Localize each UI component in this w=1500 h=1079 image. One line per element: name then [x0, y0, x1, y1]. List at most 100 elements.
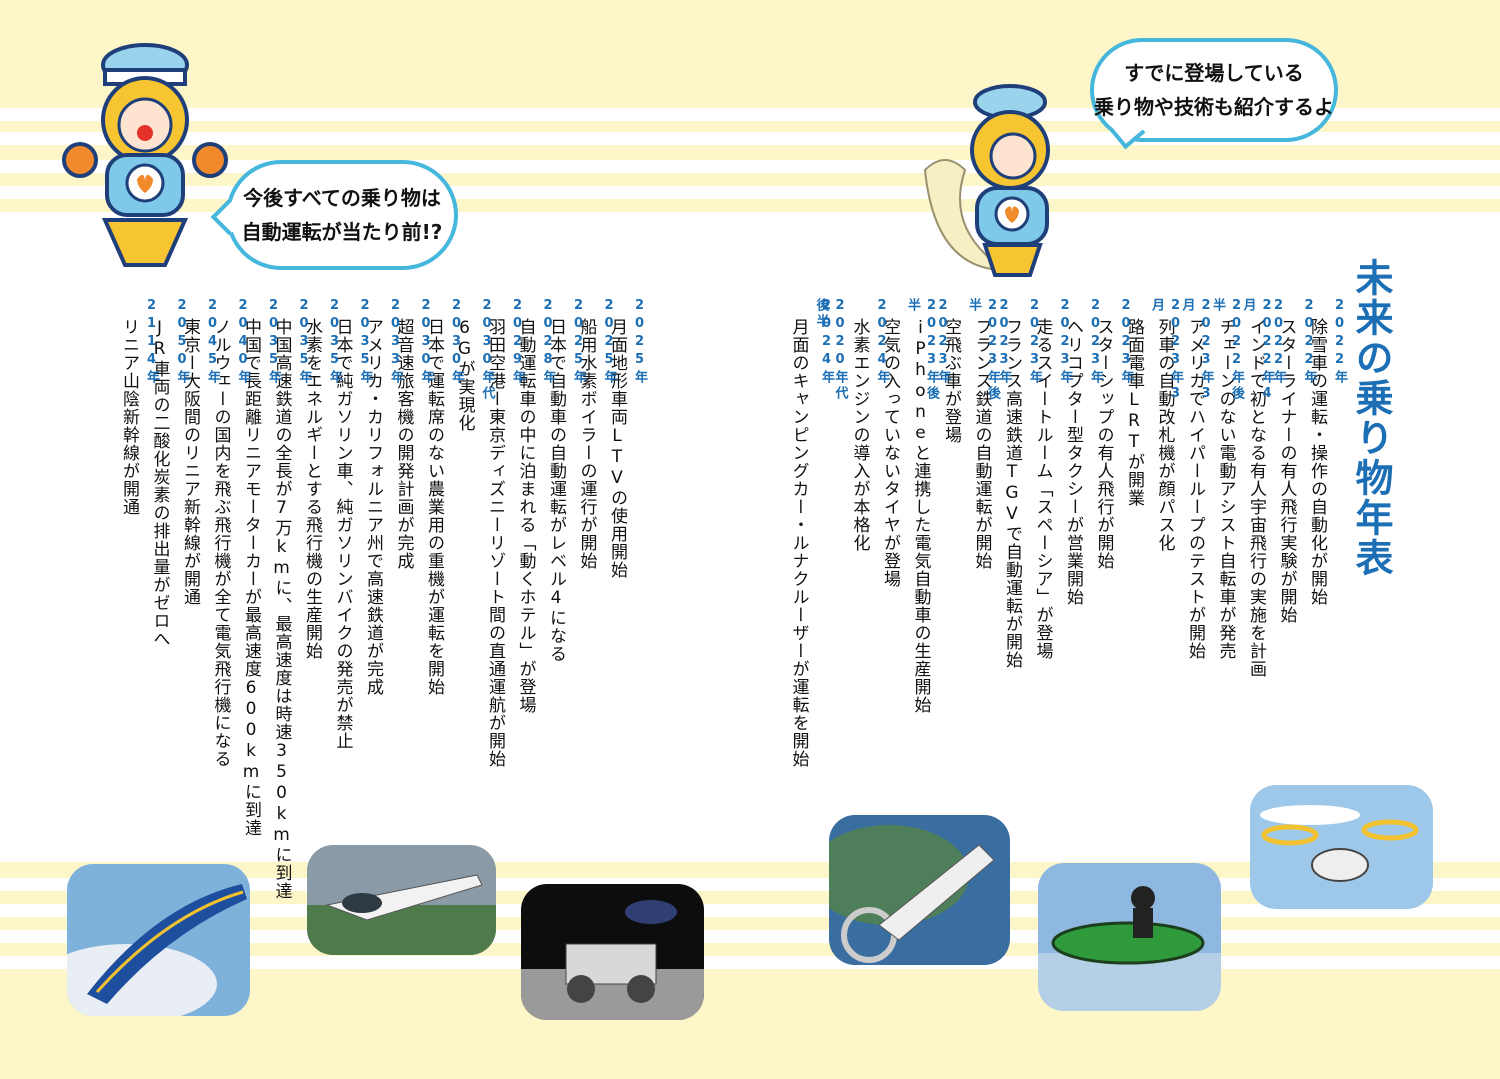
timeline-entry: 2033年アメリカ・カリフォルニア州で高速鉄道が完成: [361, 298, 405, 696]
drone-taxi-photo: [1250, 785, 1433, 909]
timeline-event: iPhoneと連携した電気自動車の生産開始: [910, 318, 931, 714]
timeline-event: フランス高速鉄道TGVで自動運転が開始: [1002, 318, 1022, 669]
timeline-event: JR車両の二酸化炭素の排出量がゼロへ: [149, 318, 170, 648]
timeline-entry: 2023年フランス鉄道の自動運転が開始: [970, 298, 1014, 570]
timeline-year: 2020年代後半: [813, 298, 848, 402]
timeline-year: 2030年: [418, 298, 434, 386]
timeline-entry: 2030年日本で運転席のない農業用の重機が運転を開始: [422, 298, 466, 696]
timeline-entry: 2020年代後半月面のキャンピングカー・ルナクルーザーが運転を開始: [787, 298, 850, 768]
timeline-year: 2030年代: [479, 298, 495, 402]
timeline-entry: 2035年日本で純ガソリン車、純ガソリンバイクの発売が禁止: [331, 298, 375, 750]
timeline-year: 2022年: [1332, 298, 1347, 386]
lunar-rover-photo: [521, 884, 704, 1020]
timeline-event: ノルウェーの国内を飛ぶ飛行機が全て電気飛行機になる: [210, 318, 231, 768]
timeline-entry: 2023年走るスイートルーム「スペーシア」が登場: [1031, 298, 1075, 660]
timeline-year: 2024年: [874, 298, 890, 386]
timeline-entry: 2022年スターライナーの有人飛行実験が開始: [1275, 298, 1319, 624]
timeline-event: 列車の自動改札機が顔パス化: [1154, 318, 1175, 552]
timeline-event: ヘリコプター型タクシーが営業開始: [1063, 318, 1083, 606]
timeline-year: 2022年4月: [1240, 298, 1275, 404]
timeline-event: 日本で純ガソリン車、純ガソリンバイクの発売が禁止: [332, 318, 353, 750]
timeline-event: 6Gが実現化: [454, 318, 475, 432]
hoverbike-photo: [1038, 863, 1221, 1011]
timeline-entry: 2024年水素エンジンの導入が本格化: [848, 298, 892, 552]
timeline-event: 東京ー大阪間のリニア新幹線が開通: [180, 318, 200, 606]
timeline-year: 2035年: [296, 298, 312, 386]
timeline-year: 2040年: [235, 298, 251, 386]
timeline-event: 水素エンジンの導入が本格化: [849, 318, 870, 552]
timeline-event: スターライナーの有人飛行実験が開始: [1276, 318, 1297, 624]
timeline-year: 2025年: [571, 298, 586, 386]
timeline-year: 2022年: [1271, 298, 1286, 386]
timeline-year: 2023年後半: [966, 298, 1000, 402]
timeline-year: 2023年: [1088, 298, 1103, 386]
timeline-year: 2024年: [819, 298, 834, 386]
timeline-entry: 2035年中国高速鉄道の全長が7万kmに、最高速度は時速350kmに到達: [270, 298, 314, 900]
timeline-year: 2023年: [1118, 298, 1134, 386]
timeline-event: 空気の入っていないタイヤが登場: [880, 318, 900, 588]
timeline-entry: 2040年ノルウェーの国内を飛ぶ飛行機が全て電気飛行機になる: [209, 298, 253, 768]
timeline-event: 自動運転車の中に泊まれる「動くホテル」が登場: [515, 318, 536, 714]
timeline-entry: 2023年ヘリコプター型タクシーが営業開始: [1061, 298, 1105, 606]
timeline-year: 2035年: [266, 298, 281, 386]
timeline-year: 2023年: [1027, 298, 1042, 386]
timeline-entry: 2023年3月路面電車LRTが開業: [1122, 298, 1185, 507]
timeline-entry: 2025年月面地形車両LTVの使用開始: [605, 298, 649, 579]
timeline-year: 2023年: [996, 298, 1012, 386]
timeline-event: 走るスイートルーム「スペーシア」が登場: [1032, 318, 1053, 660]
timeline-event: フランス鉄道の自動運転が開始: [971, 318, 992, 570]
timeline-entry: 2028年自動運転車の中に泊まれる「動くホテル」が登場: [514, 298, 558, 714]
timeline-event: アメリカでハイパーループのテストが開始: [1185, 318, 1205, 660]
mascot-left-icon: [62, 43, 228, 267]
spacecraft-photo: [829, 815, 1010, 965]
timeline-entry: 2022年後半アメリカでハイパーループのテストが開始: [1183, 298, 1246, 660]
timeline-event: 中国高速鉄道の全長が7万kmに、最高速度は時速350kmに到達: [271, 318, 292, 900]
timeline-event: 羽田空港ー東京ディズニーリゾート間の直通運航が開始: [485, 318, 505, 768]
train-photo: [67, 864, 250, 1016]
page-title: 未来の乗り物年表: [1349, 258, 1393, 578]
timeline-entry: 2035年中国で長距離リニアモーターカーが最高速度600kmに到達: [239, 298, 283, 837]
timeline-event: 日本で自動車の自動運転がレベル4になる: [546, 318, 566, 663]
timeline-entry: 2022年除雪車の運転・操作の自動化が開始: [1305, 298, 1349, 606]
timeline-event: チェーンのない電動アシスト自転車が発売: [1215, 318, 1236, 660]
timeline-year: 2023年後半: [905, 298, 939, 402]
timeline-event: 空飛ぶ車が登場: [941, 318, 961, 444]
bubble-left-line1: 今後すべての乗り物は: [243, 186, 441, 210]
bubble-right-line1: すでに登場している: [1124, 61, 1304, 85]
timeline-event: 超音速旅客機の開発計画が完成: [393, 318, 414, 570]
content-panel: [0, 212, 1500, 862]
timeline-event: 除雪車の運転・操作の自動化が開始: [1307, 318, 1327, 606]
timeline-event: 路面電車LRTが開業: [1124, 318, 1144, 507]
timeline-year: 2114年: [144, 298, 159, 386]
bubble-left-line2: 自動運転が当たり前!?: [241, 220, 443, 244]
timeline-entry: 2023年スターシップの有人飛行が開始: [1092, 298, 1136, 570]
timeline-year: 2025年: [601, 298, 617, 386]
timeline-entry: 2024年: [817, 298, 836, 413]
timeline-year: 2022年: [1301, 298, 1317, 386]
timeline-year: 2023年: [1057, 298, 1073, 386]
timeline-year: 2030年: [449, 298, 464, 386]
timeline-event: 中国で長距離リニアモーターカーが最高速度600kmに到達: [241, 318, 261, 837]
timeline-entry: 2045年東京ー大阪間のリニア新幹線が開通: [178, 298, 222, 606]
timeline-event: 水素をエネルギーとする飛行機の生産開始: [302, 318, 322, 660]
timeline-event: 船用水素ボイラーの運行が開始: [576, 318, 597, 570]
bubble-right-line2: 乗り物や技術も紹介するよ: [1094, 95, 1334, 119]
speech-bubble-left: 今後すべての乗り物は 自動運転が当たり前!?: [210, 160, 458, 270]
timeline-year: 2023年3月: [1149, 298, 1183, 404]
timeline-entry: 2022年4月チェーンのない電動アシスト自転車が発売: [1214, 298, 1277, 660]
timeline-year: 2035年: [327, 298, 342, 386]
plane-photo: [307, 845, 496, 955]
timeline-entry: 2023年後半空飛ぶ車が登場: [939, 298, 1002, 444]
timeline-year: 2033年: [388, 298, 403, 386]
timeline-entry: 2023年後半空気の入っていないタイヤが登場: [878, 298, 941, 588]
timeline-entry: 2025年船用水素ボイラーの運行が開始: [575, 298, 619, 570]
timeline-year: 2035年: [357, 298, 373, 386]
timeline-entry: 2114年リニア山陰新幹線が開通: [117, 298, 161, 516]
timeline-year: 2022年後半: [1210, 298, 1244, 402]
timeline-year: 2025年: [632, 298, 647, 386]
timeline-year: 2023年3月: [1179, 298, 1214, 404]
timeline-entry: 2023年3月列車の自動改札機が顔パス化: [1153, 298, 1216, 552]
